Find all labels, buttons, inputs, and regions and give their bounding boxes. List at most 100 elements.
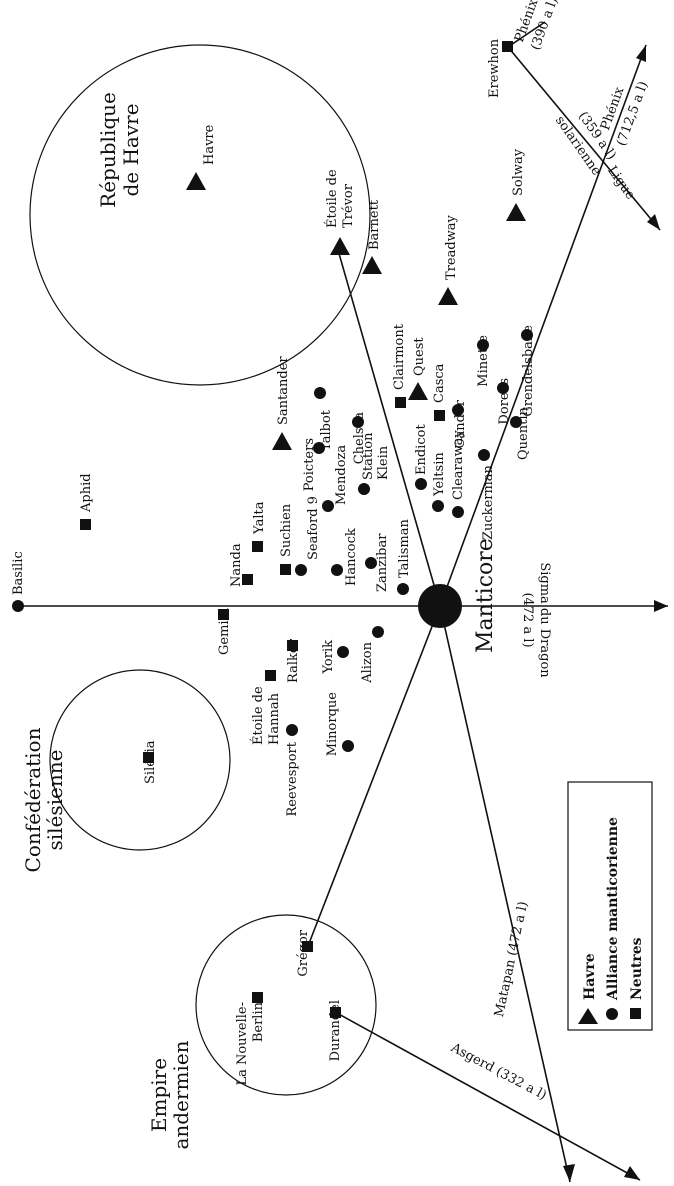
ligue-label: Ligue	[604, 163, 638, 202]
candor-circle-icon	[452, 404, 464, 416]
havre-label: Havre	[202, 124, 217, 165]
talisman-circle-icon	[397, 583, 409, 595]
etoile-trevor-label-1: Étoile de	[324, 169, 340, 228]
treadway-triangle-icon	[438, 287, 458, 305]
minorque-label: Minorque	[325, 692, 340, 757]
grendelsbane-circle-icon	[521, 329, 533, 341]
yeltsin-label: Yeltsin	[432, 452, 447, 497]
erewhon-square-icon	[502, 41, 513, 52]
mendoza-label: Mendoza	[334, 445, 349, 505]
legend-alliance-label: Alliance manticorienne	[605, 817, 621, 1001]
aphid-square-icon	[80, 519, 91, 530]
havre-region-circle	[29, 44, 371, 386]
nouvelle-berlin-square-icon	[252, 992, 263, 1003]
region-silesia-label-1: Confédération	[21, 727, 45, 872]
grendelsbane-label: Grendelsbane	[521, 325, 536, 417]
suchien-square-icon	[280, 564, 291, 575]
etoile-hannah-label-1: Étoile de	[250, 686, 266, 745]
endicot-circle-icon	[415, 478, 427, 490]
doreas-label: Doreas	[497, 378, 512, 425]
gregor-square-icon	[302, 941, 313, 952]
legend-havre-label: Havre	[582, 953, 598, 1000]
suchien-label: Suchien	[279, 503, 294, 557]
aphid-label: Aphid	[79, 473, 94, 513]
asgerd-label: Asgerd (332 a l)	[447, 1040, 548, 1103]
route-phenix-long	[439, 44, 647, 607]
durandel-label: Durandel	[328, 1000, 343, 1061]
casca-label: Casca	[432, 363, 447, 403]
route-phenix-short	[507, 21, 546, 48]
nanda-label: Nanda	[229, 543, 244, 587]
treadway-label: Treadway	[444, 214, 459, 280]
candor-label: Candor	[453, 399, 468, 448]
talbot-label: Talbot	[319, 409, 334, 451]
andermani-region-circle	[195, 914, 377, 1096]
legend-square-icon	[630, 1008, 641, 1019]
santander-triangle-icon	[272, 432, 292, 450]
minette-circle-icon	[477, 339, 489, 351]
yalta-square-icon	[252, 541, 263, 552]
alizon-label: Alizon	[360, 641, 375, 683]
sigma-label: Sigma du Dragon	[537, 562, 552, 678]
arrow-matapan	[563, 1164, 575, 1182]
route-trevor	[337, 249, 441, 607]
yalta-label: Yalta	[252, 501, 267, 535]
region-havre-label-1: République	[96, 92, 120, 208]
havre-triangle-icon	[186, 172, 206, 190]
silesia-square-icon	[143, 752, 154, 763]
route-gregor	[307, 605, 441, 947]
legend-triangle-icon	[578, 1008, 598, 1024]
chelsea-label: Chelsea	[352, 412, 367, 465]
solway-triangle-icon	[506, 203, 526, 221]
zuckerman-circle-icon	[478, 449, 490, 461]
silesia-region-circle	[49, 669, 231, 851]
hancock-circle-icon	[331, 564, 343, 576]
region-andermani-label-2: andermien	[169, 1040, 193, 1149]
zanzibar-label: Zanzibar	[375, 533, 390, 592]
region-havre-label-2: de Havre	[119, 103, 143, 196]
arrow-ligue	[647, 214, 660, 230]
casca-square-icon	[434, 410, 445, 421]
etoile-trevor-label-2: Trévor	[341, 183, 356, 228]
arrow-phenix-long	[636, 45, 646, 62]
hannah-square-icon	[265, 670, 276, 681]
clearaway-label: Clearaway	[451, 430, 466, 500]
silesia-label: Silésia	[143, 740, 158, 784]
route-asgerd	[334, 1011, 641, 1181]
route-ligue	[507, 46, 661, 231]
yeltsin-circle-icon	[432, 500, 444, 512]
ralkor-label: Ralkor	[286, 638, 301, 683]
minorque-circle-icon	[342, 740, 354, 752]
durandel-square-icon	[330, 1007, 341, 1018]
basilic-label: Basilic	[11, 551, 26, 595]
quentin-label: Quentin	[516, 407, 531, 460]
doreas-circle-icon	[497, 382, 509, 394]
station-klein-label-1: Station	[361, 432, 376, 480]
legend-circle-icon	[606, 1008, 618, 1020]
legend: Havre Alliance manticorienne Neutres	[567, 781, 653, 1031]
ralkor-square-icon	[287, 640, 298, 651]
quest-label: Quest	[412, 337, 427, 376]
talbot-circle-icon	[314, 387, 326, 399]
quentin-circle-icon	[510, 416, 522, 428]
clairmont-square-icon	[395, 397, 406, 408]
region-andermani-label-1: Empire	[147, 1058, 171, 1132]
reevesport-circle-icon	[286, 724, 298, 736]
region-silesia-label-2: silésienne	[43, 750, 67, 851]
zanzibar-circle-icon	[365, 557, 377, 569]
solway-label: Solway	[511, 148, 526, 196]
alizon-circle-icon	[372, 626, 384, 638]
hancock-label: Hancock	[344, 528, 359, 586]
station-klein-label-2: Klein	[376, 445, 391, 480]
seaford-circle-icon	[295, 564, 307, 576]
seaford-label: Seaford 9	[306, 496, 321, 560]
matapan-label: Matapan (472 a l)	[492, 900, 531, 1018]
station-klein-circle-icon	[358, 483, 370, 495]
legend-box	[567, 781, 653, 1031]
nanda-square-icon	[242, 574, 253, 585]
zuckerman-label: Zuckerman	[481, 464, 496, 540]
clairmont-label: Clairmont	[392, 323, 407, 390]
endicot-label: Endicot	[414, 424, 429, 475]
poicters-circle-icon	[313, 442, 325, 454]
